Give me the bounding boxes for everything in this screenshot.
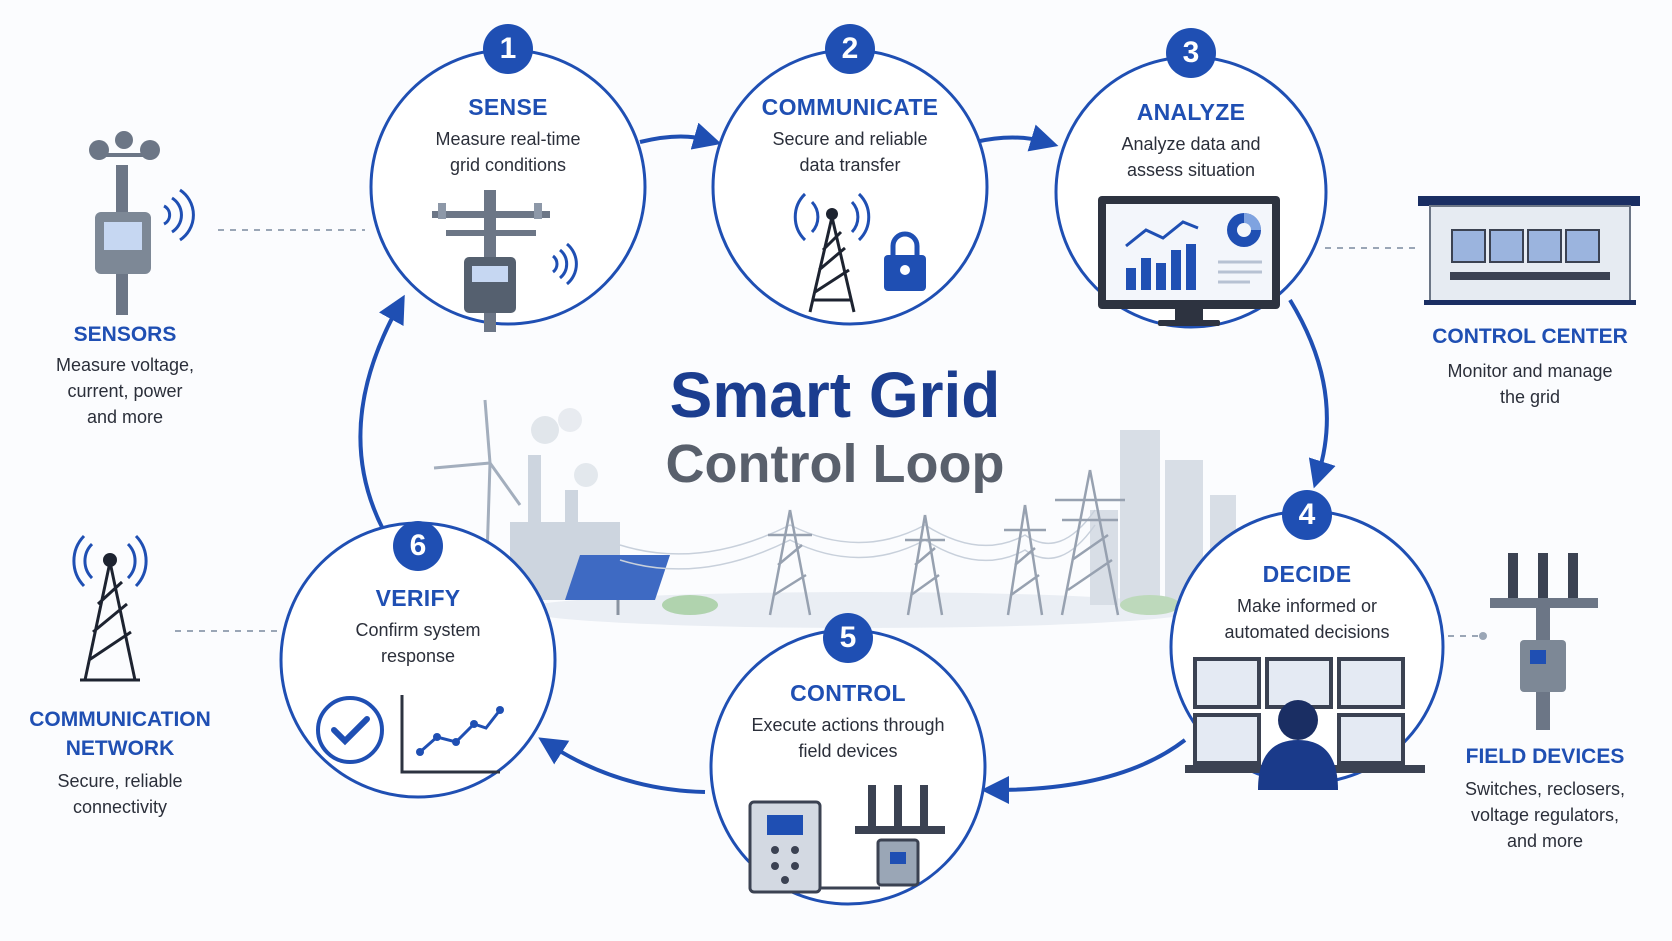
control-center-building-icon (1418, 196, 1640, 305)
main-subtitle: Control Loop (665, 434, 1005, 494)
step-desc-control-1: Execute actions through (751, 715, 945, 735)
control-center-desc-2: the grid (1499, 387, 1561, 407)
step-desc-sense-1: Measure real-time (435, 129, 581, 149)
step-desc-decide-1: Make informed or (1236, 596, 1378, 616)
step-desc-verify-2: response (380, 646, 456, 666)
step-desc-decide-2: automated decisions (1224, 622, 1390, 642)
step-desc-analyze-2: assess situation (1126, 160, 1256, 180)
step-number-1: 1 (483, 24, 533, 74)
step-title-analyze: ANALYZE (1136, 99, 1246, 125)
network-desc-1: Secure, reliable (57, 771, 183, 791)
field-devices-desc-1: Switches, reclosers, (1464, 779, 1626, 799)
step-title-verify: VERIFY (375, 585, 461, 611)
step-title-control: CONTROL (790, 680, 906, 706)
control-center-title: CONTROL CENTER (1432, 325, 1628, 348)
field-device-pole-icon (1490, 553, 1598, 730)
dashed-connectors (175, 229, 1483, 637)
step-number-6: 6 (393, 521, 443, 571)
main-title: Smart Grid (669, 359, 1001, 431)
step-number-5: 5 (823, 613, 873, 663)
grid-landscape-illustration (433, 399, 1236, 628)
sensors-title: SENSORS (73, 323, 177, 346)
step-desc-communicate-1: Secure and reliable (772, 129, 928, 149)
network-title-2: NETWORK (65, 737, 175, 760)
operator-workstation-icon (1185, 657, 1425, 790)
step-desc-verify-1: Confirm system (355, 620, 481, 640)
step-number-2: 2 (825, 24, 875, 74)
field-devices-desc-2: voltage regulators, (1470, 805, 1620, 825)
monitor-chart-icon (1098, 196, 1280, 326)
field-devices-desc-3: and more (1506, 831, 1584, 851)
step-number-3: 3 (1166, 28, 1216, 78)
sensors-desc-1: Measure voltage, (55, 355, 195, 375)
step-desc-analyze-1: Analyze data and (1121, 134, 1261, 154)
step-number-4: 4 (1282, 490, 1332, 540)
field-devices-title: FIELD DEVICES (1465, 745, 1625, 768)
switchgear-icon (748, 785, 945, 894)
control-center-desc-1: Monitor and manage (1447, 361, 1613, 381)
step-desc-sense-2: grid conditions (449, 155, 567, 175)
utility-pole-sensor-icon (432, 190, 578, 332)
step-desc-communicate-2: data transfer (799, 155, 901, 175)
network-title-1: COMMUNICATION (29, 708, 211, 731)
radio-tower-lock-icon (793, 192, 926, 313)
step-title-sense: SENSE (468, 94, 548, 120)
check-trend-icon (316, 695, 504, 774)
sensors-desc-3: and more (86, 407, 164, 427)
step-desc-control-2: field devices (798, 741, 898, 761)
communication-tower-icon (72, 534, 148, 682)
network-desc-2: connectivity (72, 797, 168, 817)
pylon-icon (768, 469, 1125, 616)
step-circle-communicate (711, 48, 989, 326)
loop-arrows (358, 122, 1336, 804)
weather-sensor-icon (89, 131, 195, 315)
step-title-decide: DECIDE (1262, 561, 1352, 587)
step-title-communicate: COMMUNICATE (761, 94, 939, 120)
sensors-desc-2: current, power (67, 381, 183, 401)
